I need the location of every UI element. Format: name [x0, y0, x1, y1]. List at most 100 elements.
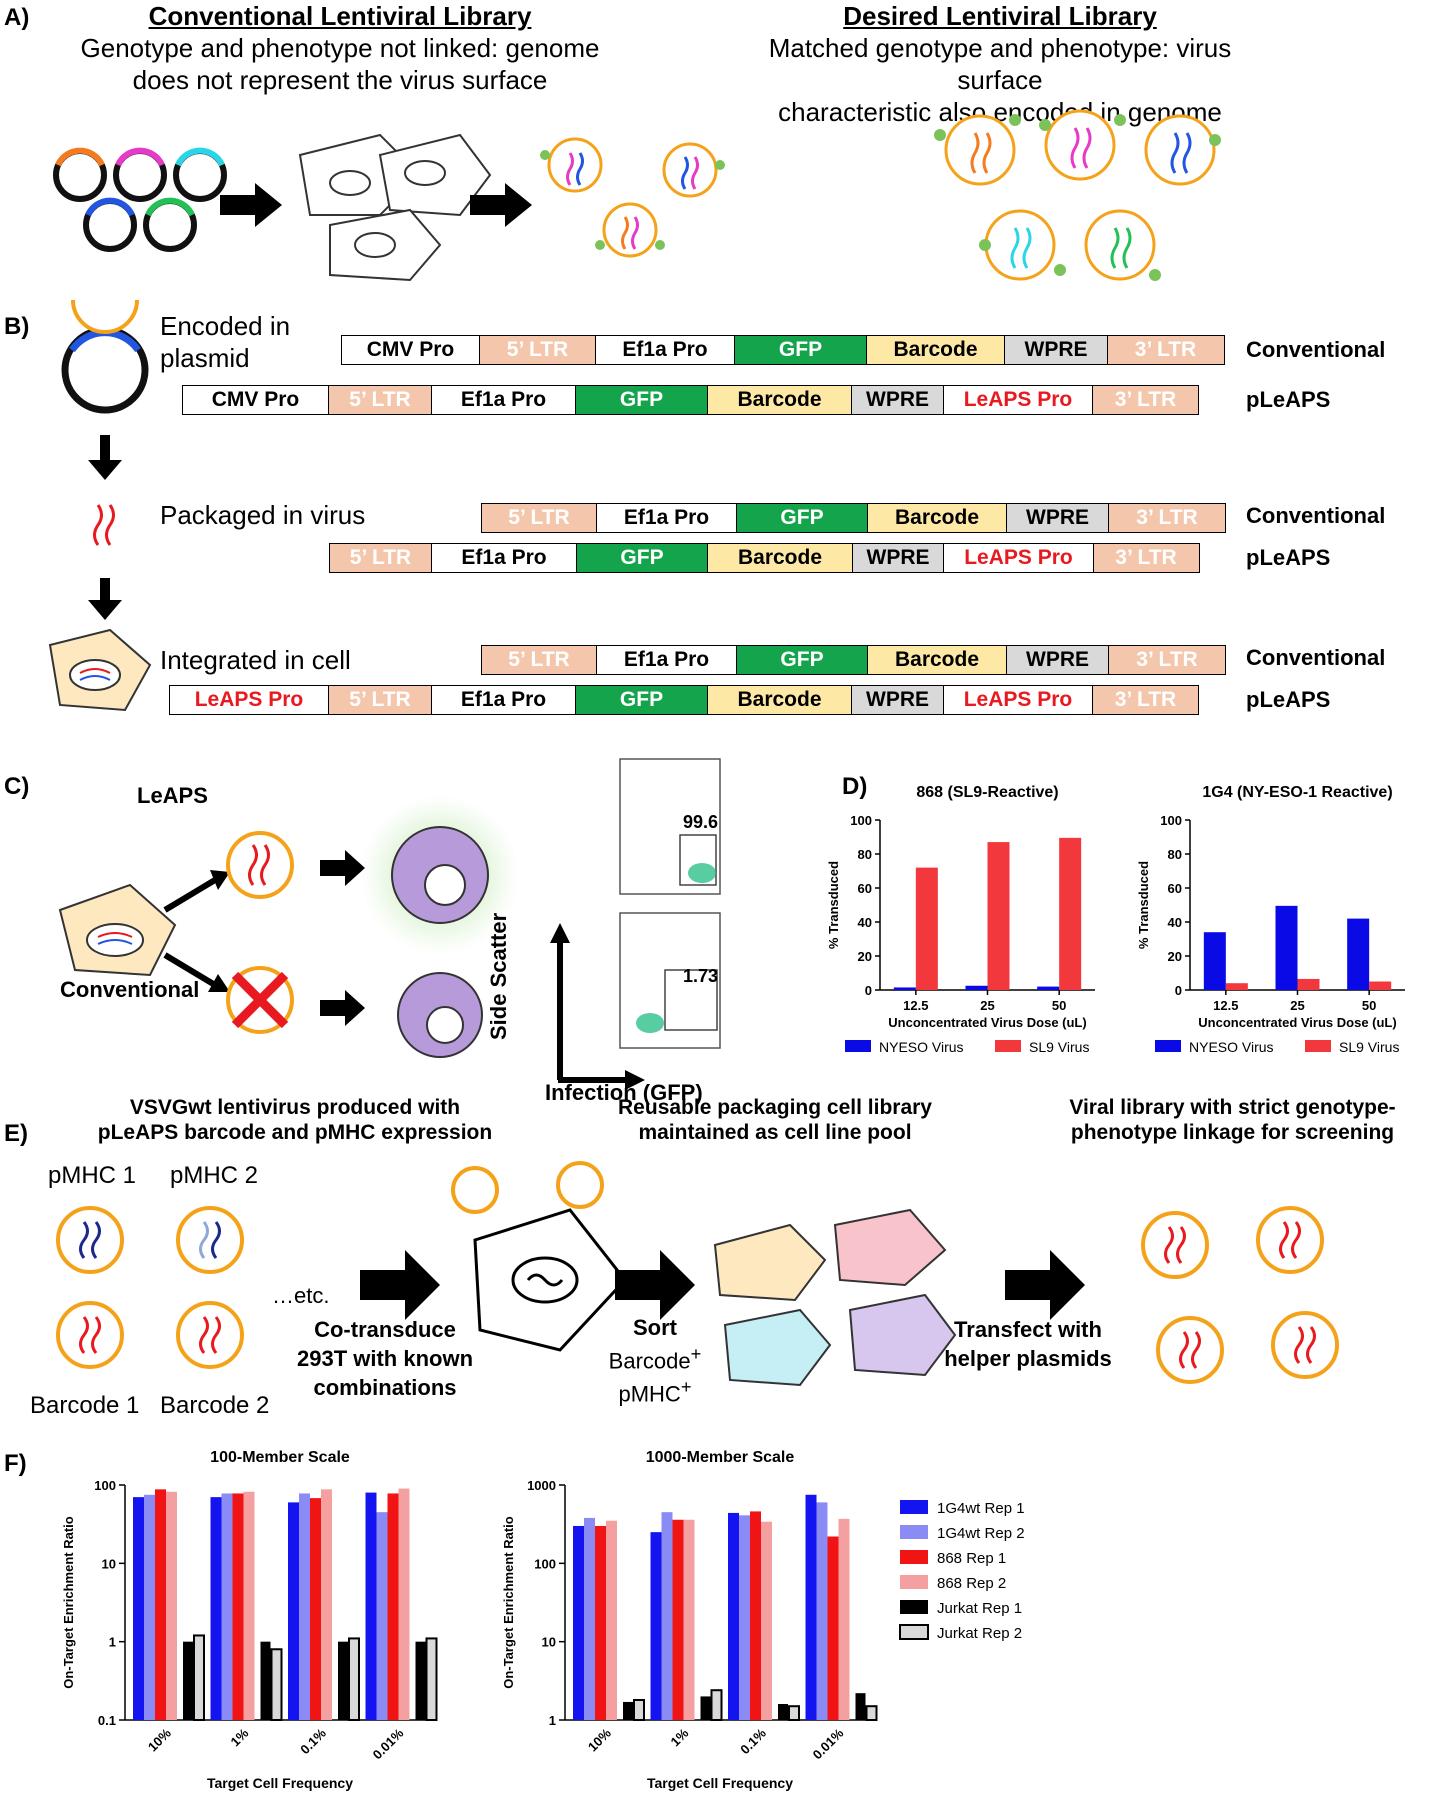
- desired-sub1: Matched genotype and phenotype: virus su…: [768, 33, 1232, 95]
- y-tick-label: 0: [865, 983, 872, 998]
- legend-label: NYESO Virus: [1189, 1039, 1274, 1055]
- barcode1-label: Barcode 1: [30, 1392, 140, 1419]
- virion-icon: [1141, 1206, 1339, 1384]
- bar: [1347, 918, 1370, 990]
- t-cell-icon: [391, 826, 489, 1058]
- legend-label: SL9 Virus: [1029, 1039, 1089, 1055]
- bar: [260, 1641, 271, 1720]
- segment-gfp: GFP: [734, 335, 867, 365]
- y-tick-label: 0: [1175, 983, 1182, 998]
- y-tick-label: 100: [534, 1556, 556, 1571]
- legend-swatch: [845, 1040, 871, 1052]
- plasmid-icon: [53, 147, 227, 252]
- segment-ef1a: Ef1a Pro: [596, 645, 737, 675]
- segment-barcode: Barcode: [865, 335, 1006, 365]
- x-tick-label: 25: [980, 998, 994, 1013]
- sort-text: Sort Barcode+ pMHC+: [605, 1315, 705, 1408]
- right-arrow-icon: [625, 1070, 645, 1090]
- bar: [573, 1525, 584, 1720]
- y-tick-label: 80: [1168, 847, 1182, 862]
- y-axis-label: % Transduced: [1136, 861, 1151, 949]
- row-label-pleaps: pLeAPS: [1246, 687, 1331, 712]
- arrow-icon: [615, 1250, 695, 1320]
- conventional-header: Conventional Lentiviral Library Genotype…: [70, 0, 610, 96]
- virion-icon: [226, 966, 294, 1034]
- segment-cmv: CMV Pro: [181, 385, 330, 415]
- bar: [710, 1689, 723, 1721]
- x-tick-label: 50: [1052, 998, 1066, 1013]
- arrow-icon: [208, 974, 230, 992]
- conventional-title: Conventional Lentiviral Library: [148, 1, 532, 31]
- y-tick-label: 1000: [527, 1478, 556, 1493]
- bar: [166, 1491, 177, 1720]
- bar: [788, 1705, 800, 1721]
- bar: [415, 1641, 426, 1720]
- legend-label: Jurkat Rep 1: [937, 1600, 1022, 1617]
- construct-integrated-conventional: 5’ LTR Ef1a Pro GFP Barcode WPRE 3’ LTR: [480, 645, 1226, 675]
- arrow-icon: [210, 870, 230, 890]
- gate-percent-top: 99.6: [683, 812, 719, 832]
- panel-c-illustration: [58, 795, 520, 1058]
- caption-vsvg-line2: pLeAPS barcode and pMHC expression: [97, 1121, 493, 1144]
- sort-line3: pMHC: [618, 1381, 681, 1407]
- segment-gfp: GFP: [735, 645, 869, 675]
- chart-title: 868 (SL9-Reactive): [916, 784, 1058, 801]
- bar: [633, 1699, 645, 1722]
- leaps-label: LeAPS: [137, 783, 208, 808]
- segment-leaps: LeAPS Pro: [943, 543, 1094, 573]
- y-axis-label: On-Target Enrichment Ratio: [501, 1516, 516, 1688]
- legend-swatch: [900, 1500, 928, 1514]
- caption-packaging-line2: maintained as cell line pool: [638, 1121, 912, 1144]
- segment-gfp: GFP: [575, 385, 708, 415]
- bar: [728, 1512, 739, 1720]
- bar: [1297, 978, 1320, 990]
- x-tick-label: 10%: [585, 1725, 614, 1754]
- producer-cell-icon: [298, 133, 492, 282]
- legend-swatch: [900, 1550, 928, 1564]
- desired-title: Desired Lentiviral Library: [843, 1, 1157, 31]
- bar: [1203, 932, 1226, 990]
- cotransduce-line2: 293T with known: [296, 1346, 474, 1371]
- x-tick-label: 12.5: [903, 998, 928, 1013]
- bar: [584, 1517, 595, 1720]
- segment-wpre: WPRE: [851, 385, 944, 415]
- conventional-sub2: does not represent the virus surface: [132, 65, 548, 95]
- panel-e-illustration: [56, 1161, 1339, 1387]
- bar: [1037, 986, 1060, 990]
- bar: [987, 842, 1010, 990]
- y-tick-label: 0.1: [98, 1713, 116, 1728]
- down-arrow-icon: [88, 578, 122, 620]
- bar: [210, 1497, 222, 1720]
- bar: [338, 1641, 348, 1720]
- segment-barcode: Barcode: [706, 685, 853, 715]
- barcode2-label: Barcode 2: [160, 1392, 270, 1419]
- bar: [387, 1493, 399, 1720]
- row-label-pleaps: pLeAPS: [1246, 545, 1331, 570]
- sort-line1: Sort: [633, 1315, 677, 1340]
- caption-viral-line1: Viral library with strict genotype-: [1069, 1096, 1396, 1119]
- legend-swatch: [900, 1600, 928, 1614]
- bar: [739, 1515, 750, 1720]
- legend-label: NYESO Virus: [879, 1039, 964, 1055]
- segment-ef1a: Ef1a Pro: [430, 685, 577, 715]
- y-tick-label: 100: [850, 813, 872, 828]
- bar: [376, 1512, 388, 1720]
- virion-icon: [226, 831, 294, 899]
- producer-cell-icon: [48, 628, 152, 712]
- pmhc2-label: pMHC 2: [170, 1162, 259, 1189]
- panel-label-f: F): [4, 1450, 27, 1477]
- y-tick-label: 60: [1168, 881, 1182, 896]
- segment-wpre: WPRE: [1004, 335, 1108, 365]
- legend-swatch: [1305, 1040, 1331, 1052]
- bar: [595, 1525, 606, 1720]
- bar: [270, 1648, 283, 1721]
- segment-5ltr: 5’ LTR: [480, 503, 598, 533]
- y-tick-label: 20: [1168, 949, 1182, 964]
- etc-label: …etc.: [272, 1283, 330, 1308]
- bar: [650, 1532, 662, 1720]
- bar: [865, 1705, 878, 1721]
- arrow-icon: [470, 183, 532, 227]
- segment-wpre: WPRE: [851, 685, 944, 715]
- y-tick-label: 100: [1160, 813, 1182, 828]
